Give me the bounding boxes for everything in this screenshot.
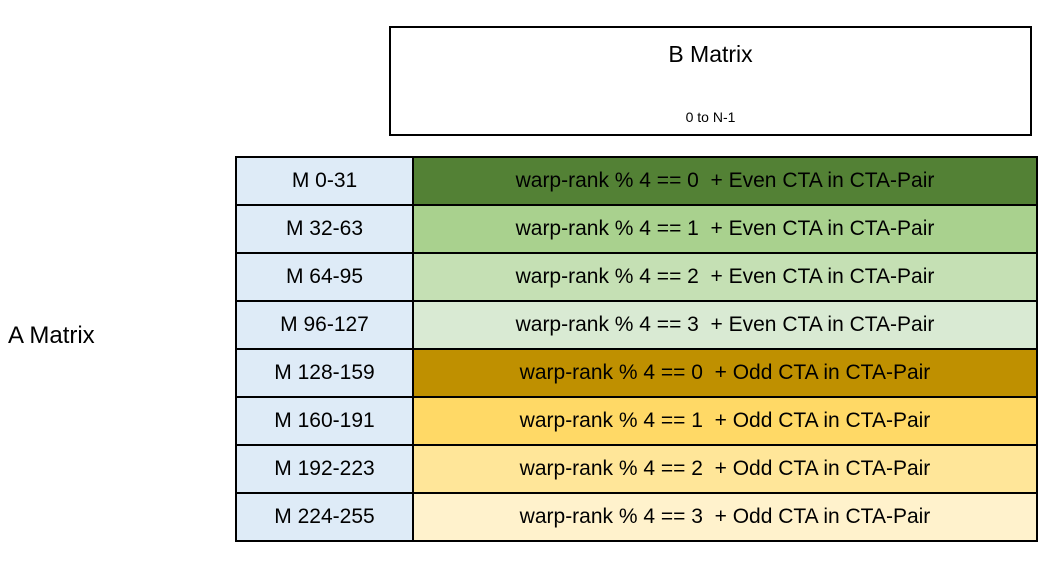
warp-rank-cell: warp-rank % 4 == 0 + Even CTA in CTA-Pai… [412,156,1038,206]
m-range-cell: M 32-63 [235,204,414,254]
a-matrix-label: A Matrix [8,322,95,349]
b-matrix-range-label: 0 to N-1 [685,109,736,125]
warp-rank-cell: warp-rank % 4 == 2 + Even CTA in CTA-Pai… [412,252,1038,302]
b-matrix-title: B Matrix [668,41,753,67]
table-row: M 192-223 warp-rank % 4 == 2 + Odd CTA i… [235,444,1038,494]
warp-rank-cell: warp-rank % 4 == 2 + Odd CTA in CTA-Pair [412,444,1038,494]
table-row: M 224-255 warp-rank % 4 == 3 + Odd CTA i… [235,492,1038,542]
table-row: M 96-127 warp-rank % 4 == 3 + Even CTA i… [235,300,1038,350]
m-range-cell: M 64-95 [235,252,414,302]
m-range-cell: M 128-159 [235,348,414,398]
m-range-cell: M 224-255 [235,492,414,542]
m-range-cell: M 0-31 [235,156,414,206]
table-row: M 0-31 warp-rank % 4 == 0 + Even CTA in … [235,156,1038,206]
a-matrix-table: M 0-31 warp-rank % 4 == 0 + Even CTA in … [235,156,1038,542]
m-range-cell: M 96-127 [235,300,414,350]
warp-rank-cell: warp-rank % 4 == 1 + Odd CTA in CTA-Pair [412,396,1038,446]
b-matrix-box: B Matrix 0 to N-1 [389,26,1032,136]
warp-rank-cell: warp-rank % 4 == 1 + Even CTA in CTA-Pai… [412,204,1038,254]
table-row: M 128-159 warp-rank % 4 == 0 + Odd CTA i… [235,348,1038,398]
table-row: M 32-63 warp-rank % 4 == 1 + Even CTA in… [235,204,1038,254]
warp-rank-cell: warp-rank % 4 == 0 + Odd CTA in CTA-Pair [412,348,1038,398]
warp-rank-cell: warp-rank % 4 == 3 + Even CTA in CTA-Pai… [412,300,1038,350]
table-row: M 160-191 warp-rank % 4 == 1 + Odd CTA i… [235,396,1038,446]
table-row: M 64-95 warp-rank % 4 == 2 + Even CTA in… [235,252,1038,302]
warp-rank-cell: warp-rank % 4 == 3 + Odd CTA in CTA-Pair [412,492,1038,542]
m-range-cell: M 192-223 [235,444,414,494]
m-range-cell: M 160-191 [235,396,414,446]
